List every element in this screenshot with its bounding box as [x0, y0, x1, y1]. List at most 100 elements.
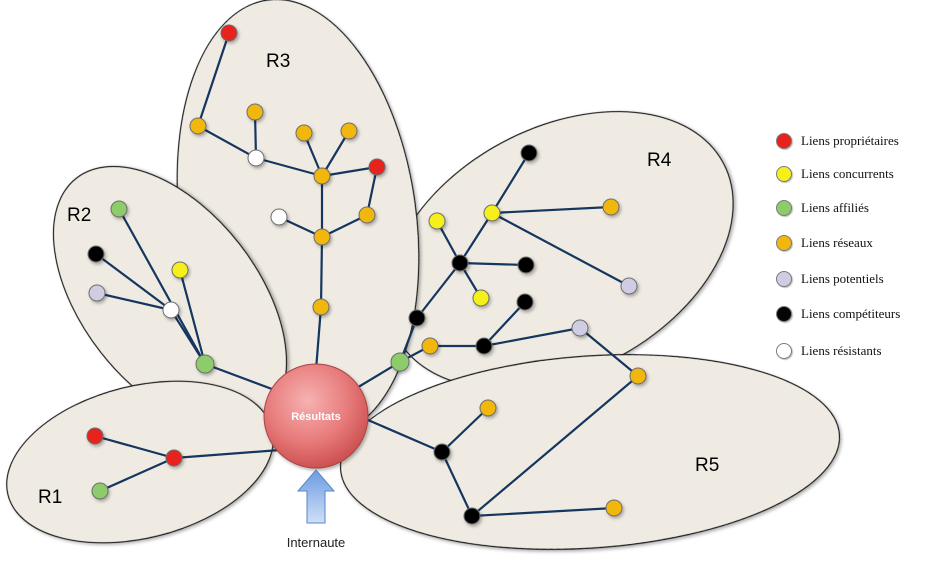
legend-item-competiteurs: Liens compétiteurs	[776, 303, 900, 325]
node-reseau	[479, 399, 497, 417]
legend-label: Liens réseaux	[801, 235, 873, 250]
node-reseau	[340, 122, 358, 140]
node-reseau	[602, 198, 620, 216]
edge	[314, 305, 323, 372]
legend-swatch-potentiels	[776, 271, 792, 287]
node-competiteur	[463, 507, 481, 525]
legend-label: Liens concurrents	[801, 166, 894, 181]
region-label-r1: R1	[38, 487, 62, 508]
legend-label: Liens affiliés	[801, 200, 869, 215]
legend-label: Liens compétiteurs	[801, 306, 901, 321]
edge	[319, 235, 324, 309]
node-competiteur	[517, 256, 535, 274]
node-proprietaire	[86, 427, 104, 445]
edge	[482, 300, 527, 348]
edge	[366, 418, 444, 454]
node-reseau	[246, 103, 264, 121]
node-reseau	[358, 206, 376, 224]
node-resistant	[162, 301, 180, 319]
edge	[578, 326, 640, 378]
node-competiteur	[516, 293, 534, 311]
up-arrow-icon	[296, 469, 336, 524]
edge	[415, 261, 462, 320]
legend-swatch-proprietaires	[776, 133, 792, 149]
region-labels: R3 R2 R4 R1 R5	[38, 51, 719, 508]
edge	[172, 448, 282, 460]
edge	[490, 211, 631, 288]
legend-item-reseaux: Liens réseaux	[776, 232, 873, 254]
node-concurrent	[483, 204, 501, 222]
region-label-r3: R3	[266, 51, 290, 72]
edge	[94, 252, 173, 312]
legend-item-potentiels: Liens potentiels	[776, 268, 884, 290]
node-reseau	[295, 124, 313, 142]
region-label-r4: R4	[647, 150, 672, 171]
node-reseau	[605, 499, 623, 517]
region-r5	[339, 354, 841, 550]
node-competiteur	[433, 443, 451, 461]
node-competiteur	[520, 144, 538, 162]
edge	[440, 450, 474, 518]
node-affilie	[91, 482, 109, 500]
node-proprietaire	[368, 158, 386, 176]
edge	[117, 207, 207, 366]
legend-label: Liens résistants	[801, 343, 882, 358]
results-circle	[263, 363, 369, 469]
node-proprietaire	[220, 24, 238, 42]
edge	[490, 151, 531, 215]
node-affilie	[110, 200, 128, 218]
edge	[178, 268, 207, 366]
node-reseau	[189, 117, 207, 135]
node-potentiel	[571, 319, 589, 337]
node-concurrent	[472, 289, 490, 307]
edge	[470, 374, 640, 518]
edge	[196, 31, 231, 128]
node-reseau	[421, 337, 439, 355]
edge	[254, 156, 324, 178]
results-label: Résultats	[291, 411, 341, 423]
legend-item-proprietaires: Liens propriétaires	[776, 130, 899, 152]
node-affilie	[195, 354, 215, 374]
legend-item-affilies: Liens affiliés	[776, 197, 869, 219]
legend-swatch-reseaux	[776, 235, 792, 251]
region-label-r5: R5	[695, 455, 719, 476]
node-potentiel	[88, 284, 106, 302]
results-node: Résultats	[263, 363, 369, 469]
node-reseau	[312, 298, 330, 316]
edge	[490, 205, 613, 215]
node-competiteur	[475, 337, 493, 355]
node-competiteur	[87, 245, 105, 263]
internaute-label: Internaute	[287, 535, 346, 550]
edge	[320, 165, 379, 178]
internaute-arrow: Internaute	[287, 469, 346, 550]
node-reseau	[313, 228, 331, 246]
legend-item-resistants: Liens résistants	[776, 340, 882, 362]
edge	[458, 211, 494, 265]
legend-swatch-resistants	[776, 343, 792, 359]
edge	[470, 506, 616, 518]
node-reseau	[313, 167, 331, 185]
edge	[203, 362, 282, 394]
node-competiteur	[451, 254, 469, 272]
edge	[458, 261, 528, 267]
node-proprietaire	[165, 449, 183, 467]
node-concurrent	[171, 261, 189, 279]
nodes	[86, 24, 647, 525]
legend-item-concurrents: Liens concurrents	[776, 163, 894, 185]
node-reseau	[629, 367, 647, 385]
node-competiteur	[408, 309, 426, 327]
node-resistant	[247, 149, 265, 167]
edge	[440, 406, 490, 454]
node-potentiel	[620, 277, 638, 295]
edge	[482, 326, 582, 348]
edge	[93, 434, 176, 460]
region-label-r2: R2	[67, 205, 91, 226]
node-concurrent	[428, 212, 446, 230]
legend-swatch-competiteurs	[776, 306, 792, 322]
legend-label: Liens propriétaires	[801, 133, 899, 148]
edges	[93, 31, 640, 518]
node-affilie	[390, 352, 410, 372]
edge	[196, 124, 258, 160]
legend-swatch-affilies	[776, 200, 792, 216]
